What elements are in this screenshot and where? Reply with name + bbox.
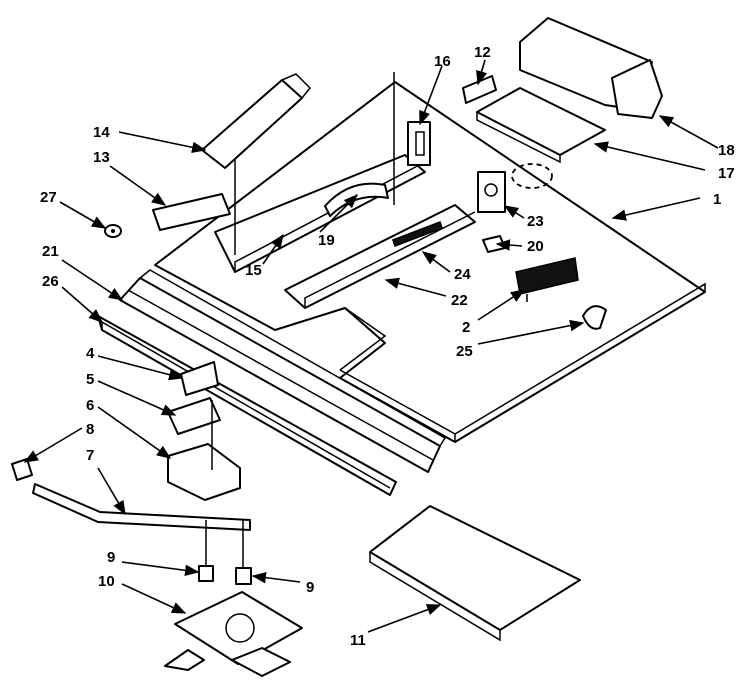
callout-16: 16 [434, 53, 451, 70]
callout-13: 13 [93, 149, 110, 166]
callout-4: 4 [86, 345, 95, 362]
callout-12: 12 [474, 44, 491, 61]
callout-17: 17 [718, 165, 735, 182]
part-7-linkage-rod [32, 483, 251, 531]
front-channel [119, 269, 447, 473]
callout-8: 8 [86, 421, 94, 438]
part-13 [152, 193, 231, 231]
part-2-terminal-block [515, 257, 579, 302]
part-18-cover [519, 17, 663, 119]
callout-10: 10 [98, 573, 115, 590]
callout-6: 6 [86, 397, 94, 414]
part-14 [201, 73, 312, 169]
strip-24 [392, 221, 443, 247]
part-25-clip [582, 305, 607, 330]
part-10-mechanism [164, 591, 303, 677]
callout-15: 15 [245, 262, 262, 279]
callout-24: 24 [454, 266, 471, 283]
callout-18: 18 [718, 142, 735, 159]
callout-labels: 1 2 4 5 6 7 8 9 9 10 11 12 13 14 15 16 1… [40, 44, 735, 649]
part-11-lower-plate [369, 505, 581, 642]
part-4-switch [180, 361, 219, 396]
callout-14: 14 [93, 124, 110, 141]
tube-19 [324, 182, 389, 217]
part-27-nut [104, 224, 122, 238]
callout-2: 2 [462, 319, 470, 336]
callout-11: 11 [350, 632, 366, 649]
part-5-plate [167, 397, 221, 435]
callout-25: 25 [456, 343, 473, 360]
callout-26: 26 [42, 273, 59, 290]
part-9-spacer-left [198, 565, 214, 582]
callout-19: 19 [318, 232, 335, 249]
part-8-block [11, 458, 33, 481]
callout-21: 21 [42, 243, 59, 260]
bracket-16 [407, 121, 431, 166]
callout-27: 27 [40, 189, 57, 206]
callout-9-right: 9 [306, 579, 314, 596]
callout-20: 20 [527, 238, 544, 255]
part-9-spacer-right [205, 520, 252, 585]
dashed-motor-circle [511, 163, 553, 189]
callout-1: 1 [713, 191, 721, 208]
block-23 [477, 171, 506, 213]
callout-5: 5 [86, 371, 94, 388]
part-6-bracket [167, 400, 241, 501]
callout-22: 22 [451, 292, 468, 309]
callout-7: 7 [86, 447, 94, 464]
leader-lines [23, 59, 719, 633]
callout-9-left: 9 [107, 549, 115, 566]
part-17-plate [476, 87, 606, 164]
callout-23: 23 [527, 213, 544, 230]
